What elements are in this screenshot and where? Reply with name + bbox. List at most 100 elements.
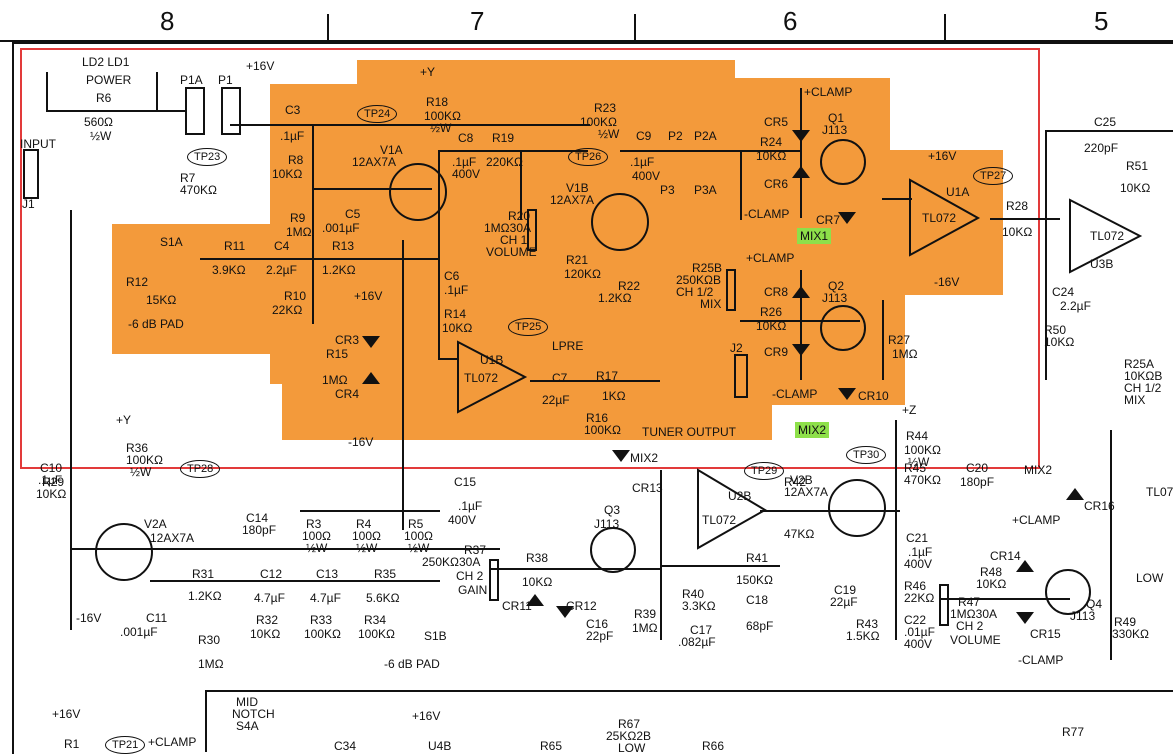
- r32-label: R32: [256, 613, 279, 627]
- c9-label: C9: [636, 129, 652, 143]
- c15-volt: 400V: [448, 513, 477, 527]
- v16-label: +16V: [354, 289, 383, 303]
- r23-value: 100KΩ: [580, 115, 617, 129]
- tp26: TP26: [568, 148, 609, 166]
- mix2-net-b: MIX2: [1024, 463, 1053, 477]
- r47-label: R47: [958, 595, 981, 609]
- vz-label: +Z: [902, 403, 917, 417]
- c3-value: .1µF: [280, 129, 305, 143]
- highlight-block: [730, 78, 890, 248]
- cr15-label: CR15: [1030, 627, 1061, 641]
- c19-value: 22µF: [830, 595, 858, 609]
- r17-value: 1KΩ: [602, 389, 626, 403]
- r11-value: 3.9KΩ: [212, 263, 246, 277]
- r15-value: 1MΩ: [322, 373, 348, 387]
- mid-label: MID: [236, 695, 258, 709]
- c20-value: 180pF: [960, 475, 995, 489]
- c5-value: .001µF: [322, 221, 360, 235]
- r34-value: 100KΩ: [358, 627, 395, 641]
- c13-label: C13: [316, 567, 339, 581]
- tp24: TP24: [357, 105, 398, 123]
- r28-value: 10KΩ: [1002, 225, 1033, 239]
- supply-label: +16V: [246, 59, 275, 73]
- c6-value: .1µF: [444, 283, 469, 297]
- r40-label: R40: [682, 587, 705, 601]
- c6-label: C6: [444, 269, 460, 283]
- q1-part: J113: [822, 123, 848, 137]
- r4-label: R4: [356, 517, 372, 531]
- j2-label: J2: [730, 341, 743, 355]
- u1b-label: U1B: [480, 353, 504, 367]
- r16-label: R16: [586, 411, 609, 425]
- q4-part: J113: [1070, 609, 1096, 623]
- r48-label: R48: [980, 565, 1003, 579]
- gain-label: GAIN: [458, 583, 488, 597]
- c24-label: C24: [1052, 285, 1075, 299]
- r36-watt: ½W: [130, 465, 152, 479]
- r41-label: R41: [746, 551, 769, 565]
- r26-value: 10KΩ: [756, 319, 787, 333]
- q1-label: Q1: [828, 111, 845, 125]
- r33-value: 100KΩ: [304, 627, 341, 641]
- cr12-label: CR12: [566, 599, 597, 613]
- power-label: POWER: [86, 73, 132, 87]
- u2b-label: U2B: [728, 489, 752, 503]
- r65-label: R65: [540, 739, 563, 753]
- r51-value: 10KΩ: [1120, 181, 1151, 195]
- net-mix2: MIX2: [795, 422, 830, 438]
- low-label: LOW: [1136, 571, 1164, 585]
- r5-value: 100Ω: [404, 529, 433, 543]
- q3-label: Q3: [604, 503, 621, 517]
- r66-label: R66: [702, 739, 725, 753]
- c9-value: .1µF: [630, 155, 655, 169]
- r31-label: R31: [192, 567, 215, 581]
- pad-label: -6 dB PAD: [128, 317, 184, 331]
- q4-label: Q4: [1086, 597, 1103, 611]
- r20-channel: CH 1: [500, 233, 528, 247]
- v1b-label: V1B: [566, 181, 589, 195]
- clamp-mid: +CLAMP: [746, 251, 795, 265]
- u3b-part: TL072: [1090, 229, 1125, 243]
- tp23: TP23: [187, 148, 228, 166]
- r34-label: R34: [364, 613, 387, 627]
- r37-channel: CH 2: [456, 569, 484, 583]
- r40-value: 3.3KΩ: [682, 599, 716, 613]
- r9-label: R9: [290, 211, 306, 225]
- r35-label: R35: [374, 567, 397, 581]
- c4-value: 2.2µF: [266, 263, 297, 277]
- c22-volt: 400V: [904, 637, 933, 651]
- r44-label: R44: [906, 429, 929, 443]
- r4-watt: ½W: [356, 541, 378, 555]
- u1b-part: TL072: [464, 371, 499, 385]
- c13-value: 4.7µF: [310, 591, 341, 605]
- c24-value: 2.2µF: [1060, 299, 1091, 313]
- mix-r25a: MIX: [1124, 393, 1146, 407]
- volume2-label: VOLUME: [950, 633, 1001, 647]
- tp25: TP25: [508, 318, 549, 336]
- r4-value: 100Ω: [352, 529, 381, 543]
- r13-value: 1.2KΩ: [322, 263, 356, 277]
- c16-label: C16: [586, 617, 609, 631]
- c18-label: C18: [746, 593, 769, 607]
- r14-label: R14: [444, 307, 467, 321]
- r35-value: 5.6KΩ: [366, 591, 400, 605]
- r22-value: 1.2KΩ: [598, 291, 632, 305]
- zone-divider: [327, 14, 329, 40]
- c18-value: 68pF: [746, 619, 774, 633]
- c16-value: 22pF: [586, 629, 614, 643]
- c10-label: C10: [40, 461, 63, 475]
- r36-label: R36: [126, 441, 149, 455]
- highlight-block: [112, 224, 282, 354]
- r26-label: R26: [760, 305, 783, 319]
- cr16-label: CR16: [1084, 499, 1115, 513]
- c12-value: 4.7µF: [254, 591, 285, 605]
- r3-label: R3: [306, 517, 322, 531]
- r49-label: R49: [1114, 615, 1137, 629]
- r50-value: 10KΩ: [1044, 335, 1075, 349]
- r5-label: R5: [408, 517, 424, 531]
- tp21: TP21: [105, 736, 146, 754]
- r37-label: R37: [464, 543, 487, 557]
- m16-v2a: -16V: [76, 611, 102, 625]
- c11-value: .001µF: [120, 625, 158, 639]
